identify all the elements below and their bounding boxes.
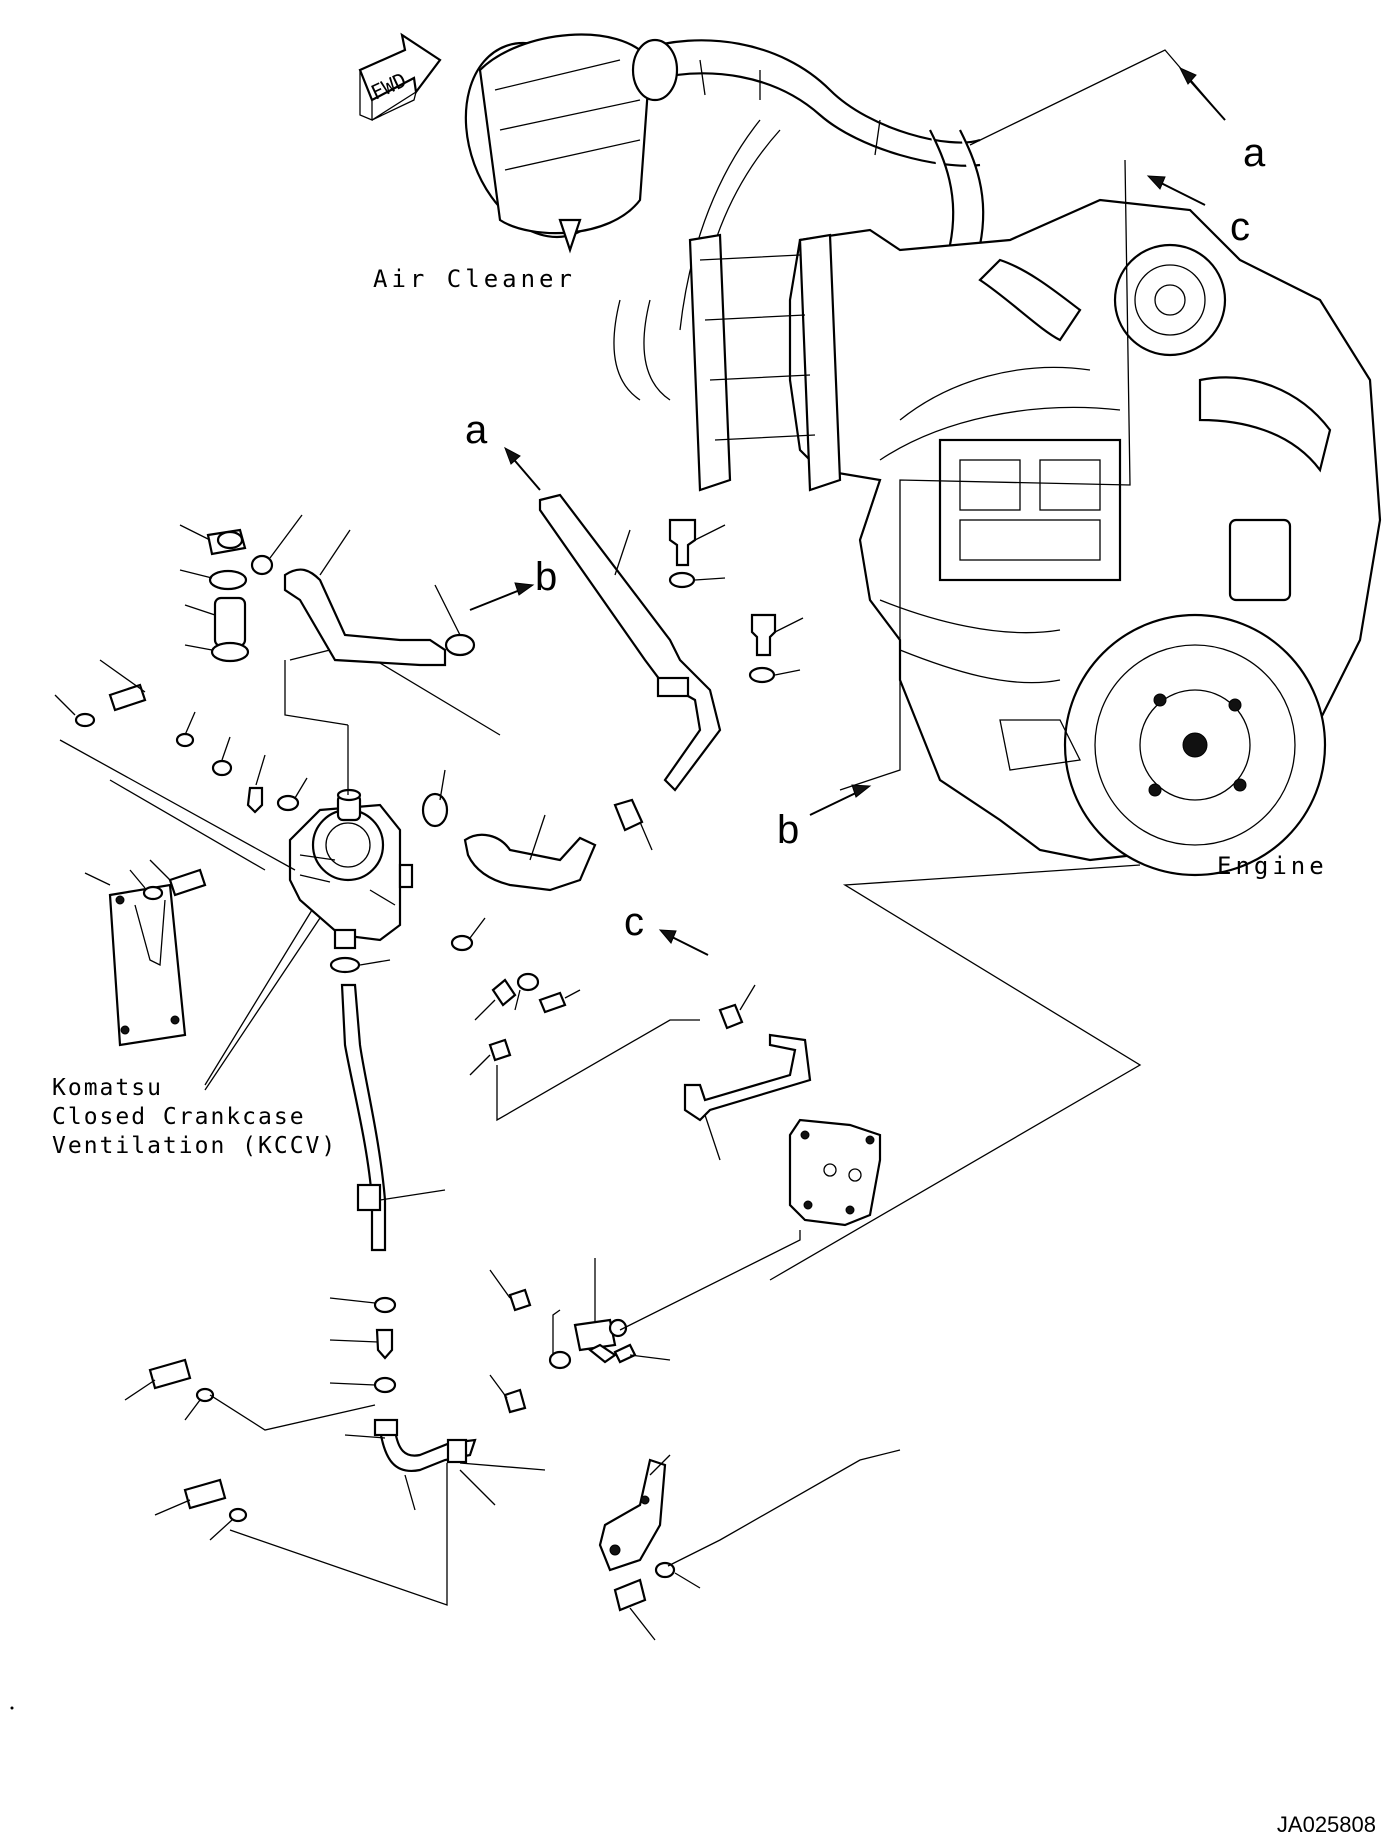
ref-a-top: a — [1178, 66, 1266, 175]
ref-b-right-label: b — [777, 808, 799, 852]
ref-c-mid-label: c — [624, 900, 644, 944]
drawing-number: JA025808 — [1277, 1812, 1376, 1837]
kccv-bracket — [84, 872, 187, 1047]
mid-hose — [463, 798, 653, 892]
kccv-label-line1: Komatsu — [52, 1075, 163, 1101]
lower-mid-fasteners — [469, 972, 756, 1122]
kccv-fasteners — [54, 659, 486, 974]
engine-illustration: Engine — [613, 198, 1382, 880]
ref-c-top-label: c — [1230, 205, 1250, 249]
ref-c-top: c — [1146, 175, 1250, 249]
ref-a-mid-label: a — [465, 408, 488, 452]
engine-label: Engine — [1217, 852, 1328, 880]
ref-a-top-label: a — [1243, 131, 1266, 175]
ref-a-mid: a — [465, 408, 541, 491]
ref-b-right: b — [777, 784, 872, 852]
air-cleaner-label: Air Cleaner — [373, 265, 576, 293]
mounting-plate — [788, 1118, 882, 1227]
ref-b-mid-label: b — [535, 555, 557, 599]
lower-l-bracket — [598, 1449, 901, 1641]
pipe-c — [683, 1033, 812, 1161]
ref-c-mid: c — [624, 900, 709, 956]
lower-fittings — [229, 1296, 546, 1606]
drain-hose — [340, 983, 446, 1252]
corner-mark — [10, 1706, 14, 1710]
kccv-label-line2: Closed Crankcase — [52, 1104, 306, 1130]
ref-b-mid: b — [469, 555, 557, 611]
lower-left-bolts — [124, 1358, 376, 1541]
fwd-arrow-icon: FWD — [358, 32, 442, 121]
lower-right-bracket — [489, 1230, 801, 1414]
upper-hose-parts — [179, 493, 804, 792]
kccv-unit-illustration: Komatsu Closed Crankcase Ventilation (KC… — [52, 660, 414, 1159]
kccv-label-line3: Ventilation (KCCV) — [52, 1133, 337, 1159]
